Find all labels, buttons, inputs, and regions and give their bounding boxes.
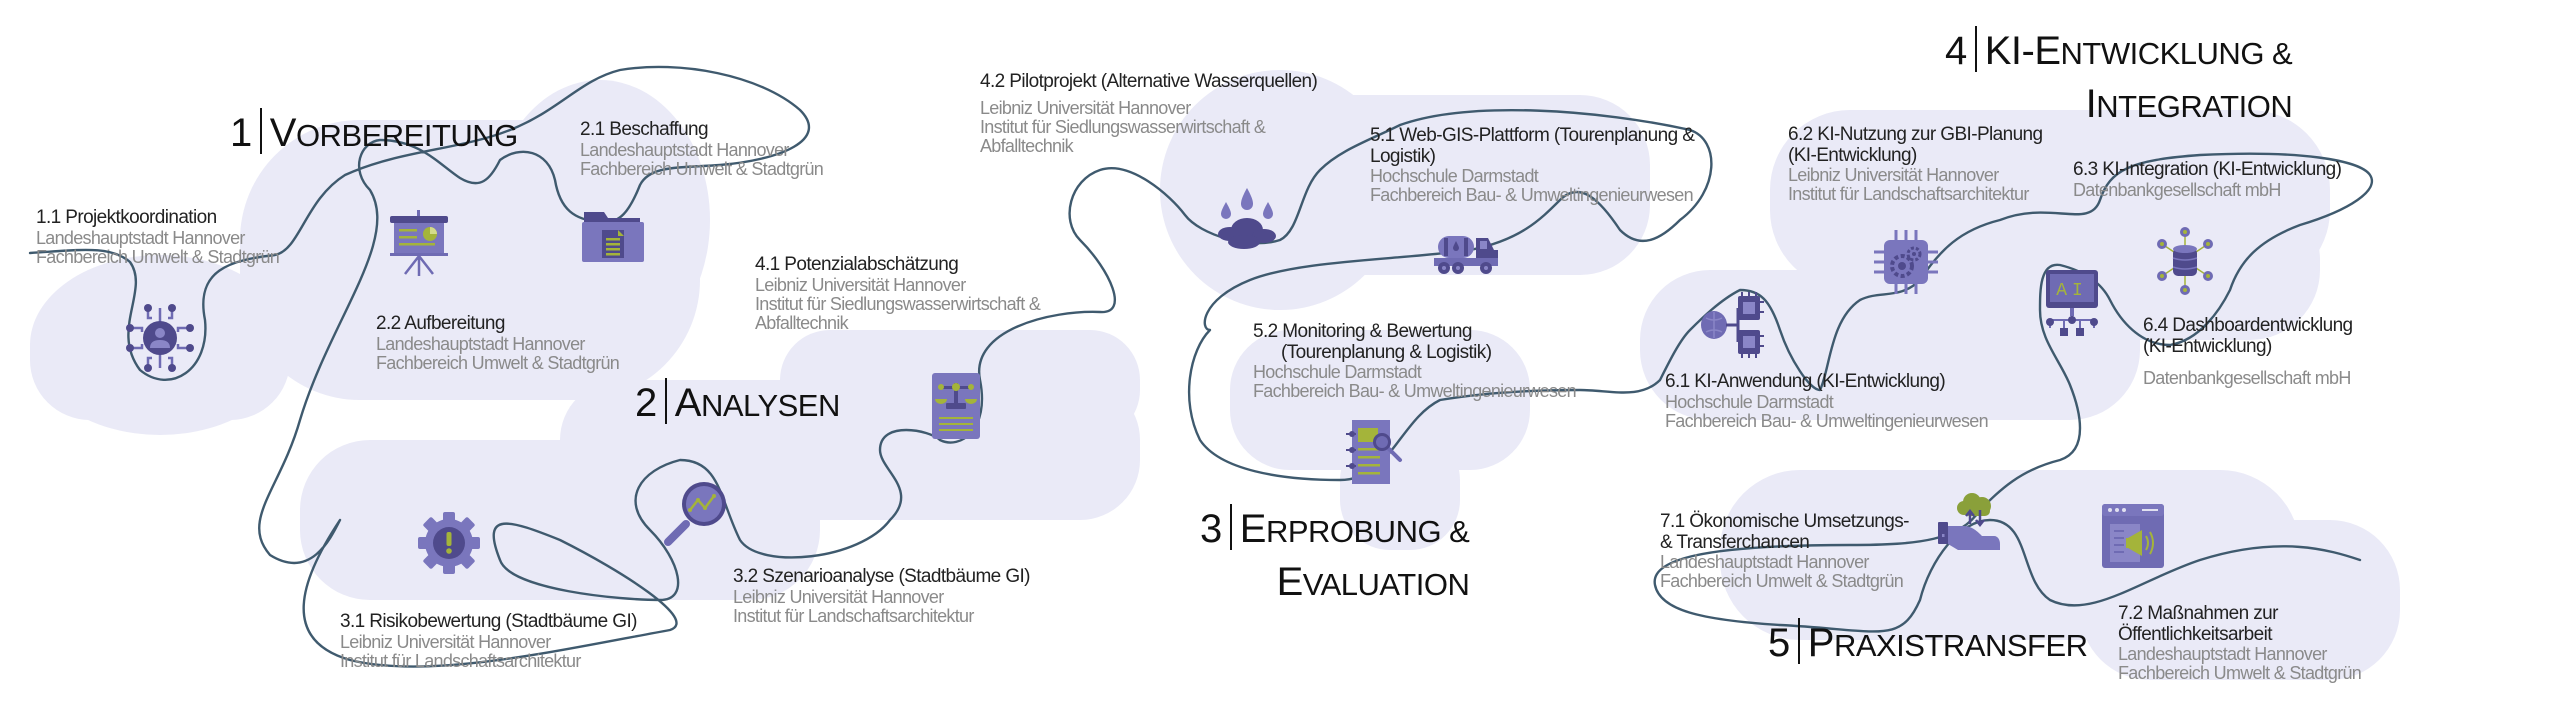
scales-document-icon bbox=[932, 373, 980, 439]
task-3-1: 3.1 Risikobewertung (Stadtbäume GI) Leib… bbox=[340, 611, 637, 671]
network-person-icon bbox=[126, 304, 194, 372]
browser-megaphone-icon bbox=[2102, 504, 2164, 568]
task-org: Landeshauptstadt Hannover bbox=[36, 227, 245, 248]
phase-divider bbox=[664, 378, 667, 424]
task-title: 1.1 Projektkoordination bbox=[36, 207, 217, 228]
database-network-icon bbox=[2157, 227, 2213, 295]
task-4-1: 4.1 Potenzialabschätzung Leibniz Univers… bbox=[755, 254, 1041, 334]
task-6-1: 6.1 KI-Anwendung (KI-Entwicklung) Hochsc… bbox=[1665, 371, 1989, 431]
water-drops-icon bbox=[1218, 188, 1276, 249]
task-6-2: 6.2 KI-Nutzung zur GBI-Planung (KI-Entwi… bbox=[1788, 124, 2043, 205]
brain-chip-icon bbox=[1701, 292, 1764, 358]
task-7-1: 7.1 Ökonomische Umsetzungs- & Transferch… bbox=[1660, 511, 1909, 592]
phase-3-title-line2: EVALUATION bbox=[1276, 560, 1470, 604]
task-2-1: 2.1 Beschaffung Landeshauptstadt Hannove… bbox=[580, 119, 824, 179]
task-6-3: 6.3 KI-Integration (KI-Entwicklung) Date… bbox=[2073, 159, 2342, 200]
task-4-2: 4.2 Pilotprojekt (Alternative Wasserquel… bbox=[980, 71, 1318, 157]
phase-4-title-line2: INTEGRATION bbox=[2085, 82, 2293, 126]
phase-divider bbox=[1797, 618, 1800, 664]
tanker-truck-icon bbox=[1434, 236, 1498, 274]
presentation-board-icon bbox=[390, 210, 448, 276]
task-1-1: 1.1 Projektkoordination Landeshauptstadt… bbox=[36, 207, 280, 267]
phase-number: 1 bbox=[230, 111, 252, 155]
task-5-2: 5.2 Monitoring & Bewertung (Tourenplanun… bbox=[1253, 321, 1577, 402]
task-org: Fachbereich Umwelt & Stadtgrün bbox=[36, 246, 280, 267]
phase-divider bbox=[1229, 504, 1232, 550]
chip-gear-icon bbox=[1874, 230, 1938, 294]
folder-document-icon bbox=[582, 212, 644, 262]
ai-monitor-icon: AI bbox=[2046, 270, 2098, 336]
hand-cloud-icon bbox=[1938, 493, 2000, 550]
ai-label: AI bbox=[2056, 281, 2088, 301]
magnifier-chart-icon bbox=[664, 482, 726, 546]
task-5-1: 5.1 Web-GIS-Plattform (Tourenplanung & L… bbox=[1370, 125, 1695, 206]
phase-divider bbox=[259, 108, 262, 154]
task-7-2: 7.2 Maßnahmen zur Öffentlichkeitsarbeit … bbox=[2118, 603, 2362, 684]
task-3-2: 3.2 Szenarioanalyse (Stadtbäume GI) Leib… bbox=[733, 566, 1031, 626]
task-6-4: 6.4 Dashboardentwicklung (KI-Entwicklung… bbox=[2143, 315, 2353, 389]
phase-divider bbox=[1974, 26, 1977, 72]
report-search-icon bbox=[1346, 420, 1402, 484]
task-2-2: 2.2 Aufbereitung Landeshauptstadt Hannov… bbox=[376, 313, 620, 373]
gear-warning-icon bbox=[418, 512, 480, 574]
